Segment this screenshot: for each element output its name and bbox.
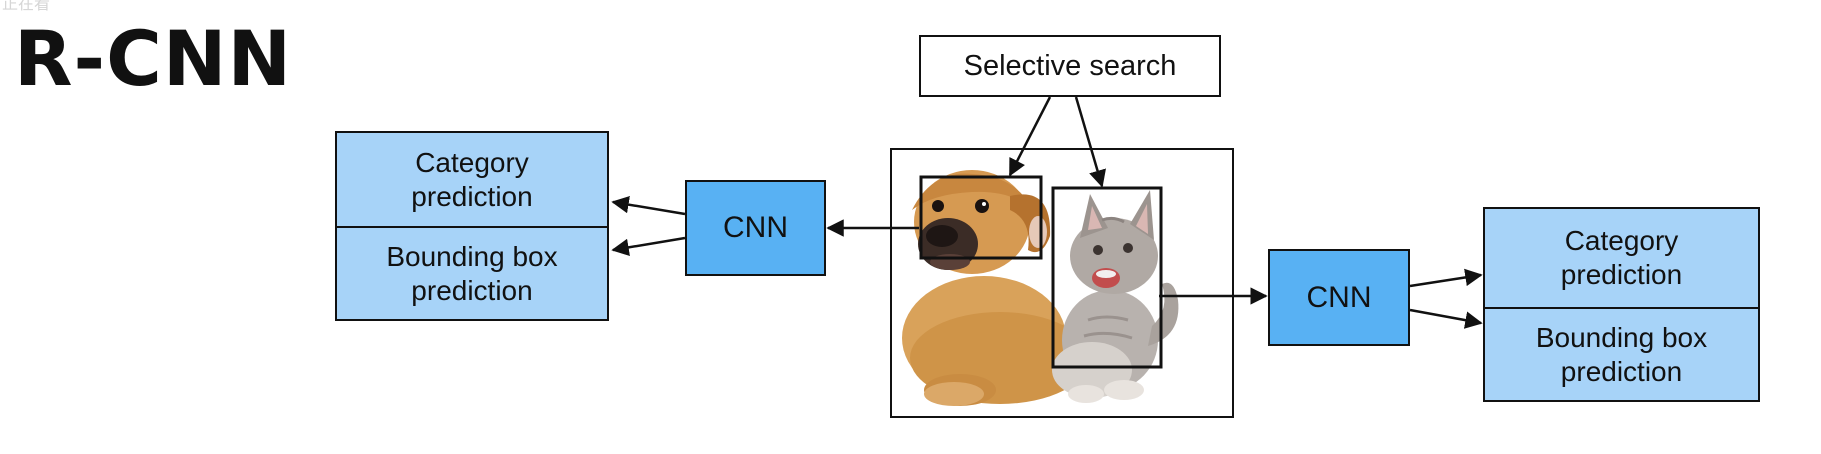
arrow-right-cnn-to-category	[1409, 268, 1483, 288]
right-prediction-group: Category prediction Bounding box predict…	[1483, 207, 1760, 402]
right-cnn-label: CNN	[1306, 280, 1372, 314]
left-cnn-box: CNN	[685, 180, 826, 276]
left-category-prediction: Category prediction	[337, 133, 607, 226]
dog-region-proposal	[919, 175, 1043, 260]
left-cnn-label: CNN	[723, 211, 788, 244]
selective-search-label: Selective search	[963, 50, 1177, 82]
dog-cat-illustration	[902, 170, 1179, 406]
left-category-label: Category prediction	[411, 146, 533, 212]
selective-search-box: Selective search	[919, 35, 1221, 97]
arrow-left-cnn-to-bbox	[611, 236, 686, 257]
arrow-left-cnn-to-category	[611, 195, 686, 216]
left-prediction-group: Category prediction Bounding box predict…	[335, 131, 609, 321]
left-bbox-label: Bounding box prediction	[386, 240, 558, 306]
left-bbox-prediction: Bounding box prediction	[337, 226, 607, 319]
right-category-prediction: Category prediction	[1485, 209, 1758, 307]
cat-region-proposal	[1051, 186, 1163, 369]
right-category-label: Category prediction	[1560, 225, 1683, 290]
right-bbox-label: Bounding box prediction	[1535, 321, 1708, 387]
input-image-frame	[890, 148, 1234, 418]
arrow-right-cnn-to-bbox	[1409, 308, 1483, 329]
right-bbox-prediction: Bounding box prediction	[1485, 307, 1758, 400]
watermark-text: 正在看	[2, 0, 51, 13]
page-title: R-CNN	[14, 14, 293, 103]
right-cnn-box: CNN	[1268, 249, 1410, 346]
